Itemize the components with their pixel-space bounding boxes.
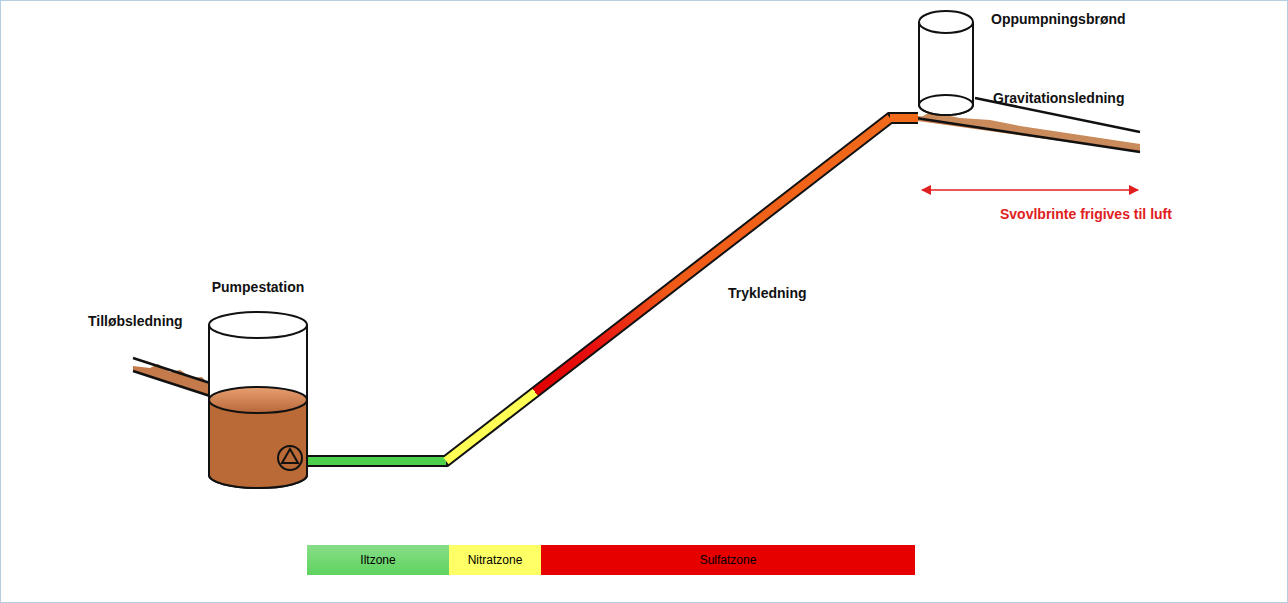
zone-legend: Iltzone Nitratzone Sulfatzone — [307, 545, 915, 575]
cylinder-outline — [208, 276, 308, 492]
edge-label: Trykledning — [728, 285, 807, 301]
zone-label: Sulfatzone — [700, 553, 757, 567]
pipe-label: Gravitationsledning — [993, 90, 1124, 106]
station-heading: Pumpestation — [212, 279, 305, 295]
zone-swatch: Nitratzone — [449, 545, 541, 575]
zone-swatch: Sulfatzone — [541, 545, 915, 575]
zone-swatch: Iltzone — [307, 545, 449, 575]
release-span-arrow — [922, 189, 1138, 191]
zone-label: Nitratzone — [468, 553, 523, 567]
pressure-main — [308, 118, 918, 461]
pump-station: Pumpestation — [208, 276, 308, 492]
zone-label: Iltzone — [360, 553, 395, 567]
note-label: Svovlbrinte frigives til luft — [1000, 206, 1172, 222]
pumping-well: Oppumpningsbrønd — [918, 3, 1128, 125]
pipe-label: Tilløbsledning — [88, 313, 183, 329]
inflow-pipe — [133, 358, 210, 396]
station-heading: Oppumpningsbrønd — [991, 11, 1126, 27]
